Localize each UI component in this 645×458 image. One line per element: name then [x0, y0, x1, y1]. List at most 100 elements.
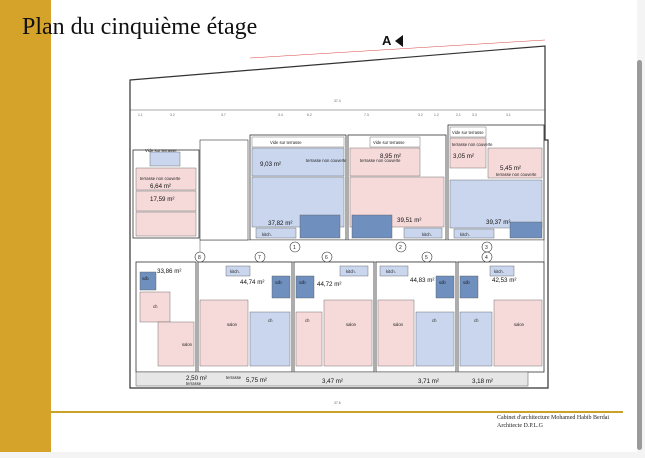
stair-core — [199, 139, 249, 241]
axis-circle-4 — [481, 251, 493, 263]
area-a10: 33,86 m² — [157, 268, 181, 275]
area-a17: 3,47 m² — [322, 378, 343, 385]
sdb-8 — [139, 271, 157, 291]
label-sdb-4: sdb — [463, 280, 470, 285]
arrow-left-icon — [395, 34, 404, 47]
area-a7: 37,82 m² — [268, 220, 292, 227]
axis-7: 7 — [258, 255, 261, 261]
architect-credit: Cabinet d'architecture Mohamed Habib Ber… — [497, 414, 609, 430]
corridor — [199, 239, 545, 263]
area-a2: 17,59 m² — [150, 196, 174, 203]
kitch-1 — [255, 227, 297, 239]
footer-rule — [51, 411, 623, 413]
label-kitch-2: kitch. — [422, 232, 432, 237]
sdb-5 — [435, 275, 455, 299]
dim-top-10: 3.3 — [472, 113, 477, 117]
red-boundary-line — [249, 39, 546, 59]
sdb-7 — [271, 275, 291, 299]
ch-4 — [459, 311, 493, 367]
area-a6: 5,45 m² — [500, 165, 521, 172]
axis-8: 8 — [198, 255, 201, 261]
kitch-3 — [453, 228, 495, 239]
dim-top-total: 37.4 — [334, 99, 341, 103]
salon-8 — [157, 321, 195, 367]
dim-top-2: 3.2 — [170, 113, 175, 117]
label-salon-6: salon — [346, 322, 357, 327]
sdb-6 — [295, 275, 315, 299]
dim-bottom-total: 37.6 — [334, 401, 341, 405]
axis-6: 6 — [325, 255, 328, 261]
label-sdb-7: sdb — [275, 280, 282, 285]
area-a4: 8,95 m² — [380, 153, 401, 160]
axis-circle-1 — [289, 241, 301, 253]
vide-3 — [449, 126, 487, 138]
terrasse-1 — [251, 147, 345, 177]
sdb-1 — [299, 214, 341, 239]
ch-7 — [249, 311, 291, 367]
area-a15: 2,50 m² — [186, 375, 207, 382]
ch-8 — [139, 291, 171, 323]
label-terrasse-1: terrasse non couverte — [306, 158, 347, 163]
terrasse-2 — [349, 147, 421, 177]
label-terrasse-tl: terrasse non couverte — [140, 176, 181, 181]
kitch-2 — [403, 227, 443, 239]
label-kitch-1: kitch. — [262, 232, 272, 237]
salon-5 — [377, 299, 415, 367]
area-a8: 39,51 m² — [397, 217, 421, 224]
kitch-4 — [489, 265, 515, 277]
axis-circle-7 — [254, 251, 266, 263]
room-tl-2 — [135, 190, 197, 212]
axis-circle-6 — [321, 251, 333, 263]
label-salon-7: salon — [227, 322, 238, 327]
dim-top-8: 1.2 — [434, 113, 439, 117]
gold-side-bar — [0, 0, 51, 452]
label-terrasse-2: terrasse non couverte — [360, 158, 401, 163]
label-ch-7: ch — [268, 318, 273, 323]
dim-top-3: 3.7 — [221, 113, 226, 117]
room-tl-3 — [135, 211, 197, 237]
area-a9: 39,37 m² — [486, 219, 510, 226]
label-sdb-6: sdb — [299, 280, 306, 285]
scrollbar-thumb[interactable] — [637, 60, 642, 450]
axis-5: 5 — [425, 255, 428, 261]
label-kitch-3: kitch. — [460, 232, 470, 237]
dim-top-9: 2.1 — [456, 113, 461, 117]
label-terrasse-4: terrasse non couverte — [496, 172, 537, 177]
dim-top-5: 6.2 — [307, 113, 312, 117]
ch-6 — [295, 311, 323, 367]
label-vide-top: Vide sur terrasse — [145, 148, 177, 153]
dim-top-7: 3.2 — [418, 113, 423, 117]
room-tl-wet — [149, 151, 181, 167]
terrasse-3b — [487, 147, 543, 179]
salon-3 — [449, 179, 543, 229]
axis-3: 3 — [485, 245, 488, 251]
label-terrasse-b2: terrasse — [226, 375, 242, 380]
area-a14: 42,53 m² — [492, 277, 516, 284]
label-vide-3: Vide sur terrasse — [452, 130, 484, 135]
terrasse-3a — [449, 137, 487, 169]
label-vide-1: Vide sur terrasse — [270, 140, 302, 145]
area-a12: 44,72 m² — [317, 281, 341, 288]
axis-circle-5 — [421, 251, 433, 263]
vide-2 — [369, 136, 421, 148]
area-a5: 3,05 m² — [453, 153, 474, 160]
area-a16: 5,75 m² — [246, 377, 267, 384]
label-ch-5: ch — [432, 318, 437, 323]
salon-6 — [323, 299, 373, 367]
sdb-4 — [459, 275, 479, 299]
axis-circle-8 — [194, 251, 206, 263]
axis-circle-2 — [395, 241, 407, 253]
area-a19: 3,18 m² — [472, 378, 493, 385]
area-a1: 6,64 m² — [150, 183, 171, 190]
dim-top-4: 3.4 — [278, 113, 283, 117]
label-salon-8: salon — [182, 342, 193, 347]
sdb-3 — [509, 221, 543, 239]
ch-5 — [415, 311, 455, 367]
area-a13: 44,83 m² — [410, 277, 434, 284]
dim-top-6: 7.3 — [364, 113, 369, 117]
label-sdb-5: sdb — [439, 280, 446, 285]
axis-1: 1 — [293, 245, 296, 251]
salon-4 — [493, 299, 543, 367]
dim-top-1: 1.1 — [138, 113, 143, 117]
